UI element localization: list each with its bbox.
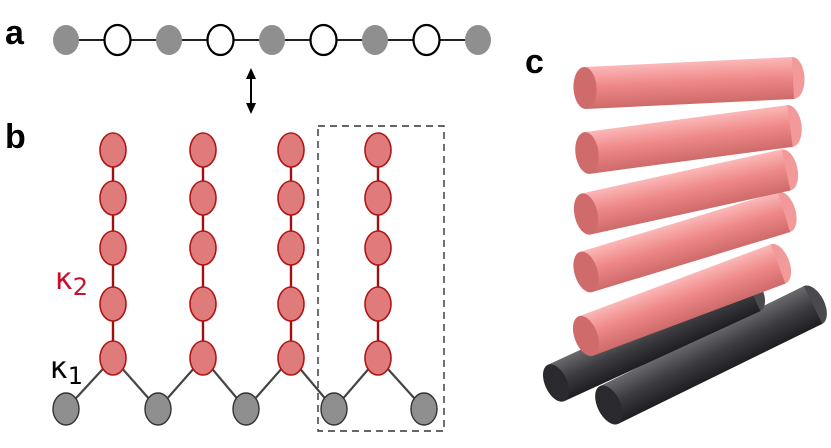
rod-body: [579, 191, 791, 293]
site-gray: [156, 25, 182, 55]
pink-rod: [573, 57, 805, 109]
rod-body: [581, 149, 791, 235]
dark-rod: [595, 285, 827, 425]
chain-a: [53, 23, 491, 57]
site-tooth: [99, 340, 127, 376]
site-tooth: [189, 340, 217, 376]
site-tooth: [364, 340, 392, 376]
pink-rod: [575, 105, 802, 174]
panel-label-c: c: [525, 43, 544, 81]
panel-label-a: a: [5, 14, 25, 52]
rod-body: [584, 105, 793, 174]
rod-end-face: [573, 193, 599, 235]
site-open: [309, 23, 338, 57]
site-open: [206, 23, 235, 57]
site-tooth: [277, 132, 305, 168]
rod-end-face: [573, 67, 597, 109]
rod-end-face: [572, 315, 600, 357]
site-tooth: [364, 286, 392, 322]
site-base: [410, 392, 438, 426]
site-tooth: [277, 340, 305, 376]
site-gray: [259, 25, 285, 55]
site-tooth: [189, 180, 217, 216]
site-tooth: [277, 180, 305, 216]
kappa2-label: κ2: [55, 262, 88, 301]
site-tooth: [189, 230, 217, 266]
site-base: [52, 392, 80, 426]
site-gray: [465, 25, 491, 55]
rods-c: [542, 57, 827, 425]
site-gray: [362, 25, 388, 55]
comb-lattice-b: [52, 132, 438, 426]
double-arrow-icon: [246, 68, 256, 114]
site-open: [412, 23, 441, 57]
rod-end-face: [595, 385, 623, 425]
site-base: [320, 392, 348, 426]
pink-rod: [572, 243, 792, 357]
kappa1-label: κ1: [50, 351, 83, 390]
rod-body: [583, 57, 795, 109]
site-tooth: [364, 230, 392, 266]
rod-body: [578, 244, 786, 356]
rod-end-face: [542, 364, 570, 402]
site-tooth: [277, 230, 305, 266]
site-base: [144, 392, 172, 426]
site-tooth: [189, 132, 217, 168]
site-tooth: [189, 286, 217, 322]
site-gray: [53, 25, 79, 55]
rod-end-face: [575, 132, 599, 174]
rod-end-face: [573, 251, 599, 293]
unit-cell-box: [317, 125, 445, 432]
site-tooth: [99, 286, 127, 322]
site-tooth: [364, 180, 392, 216]
site-tooth: [364, 132, 392, 168]
site-open: [103, 23, 132, 57]
panel-label-b: b: [5, 118, 26, 156]
rod-body: [599, 286, 823, 424]
site-tooth: [99, 180, 127, 216]
pink-rod: [573, 149, 799, 235]
pink-rod: [573, 191, 797, 293]
site-tooth: [277, 286, 305, 322]
site-tooth: [99, 132, 127, 168]
site-base: [232, 392, 260, 426]
site-tooth: [99, 230, 127, 266]
